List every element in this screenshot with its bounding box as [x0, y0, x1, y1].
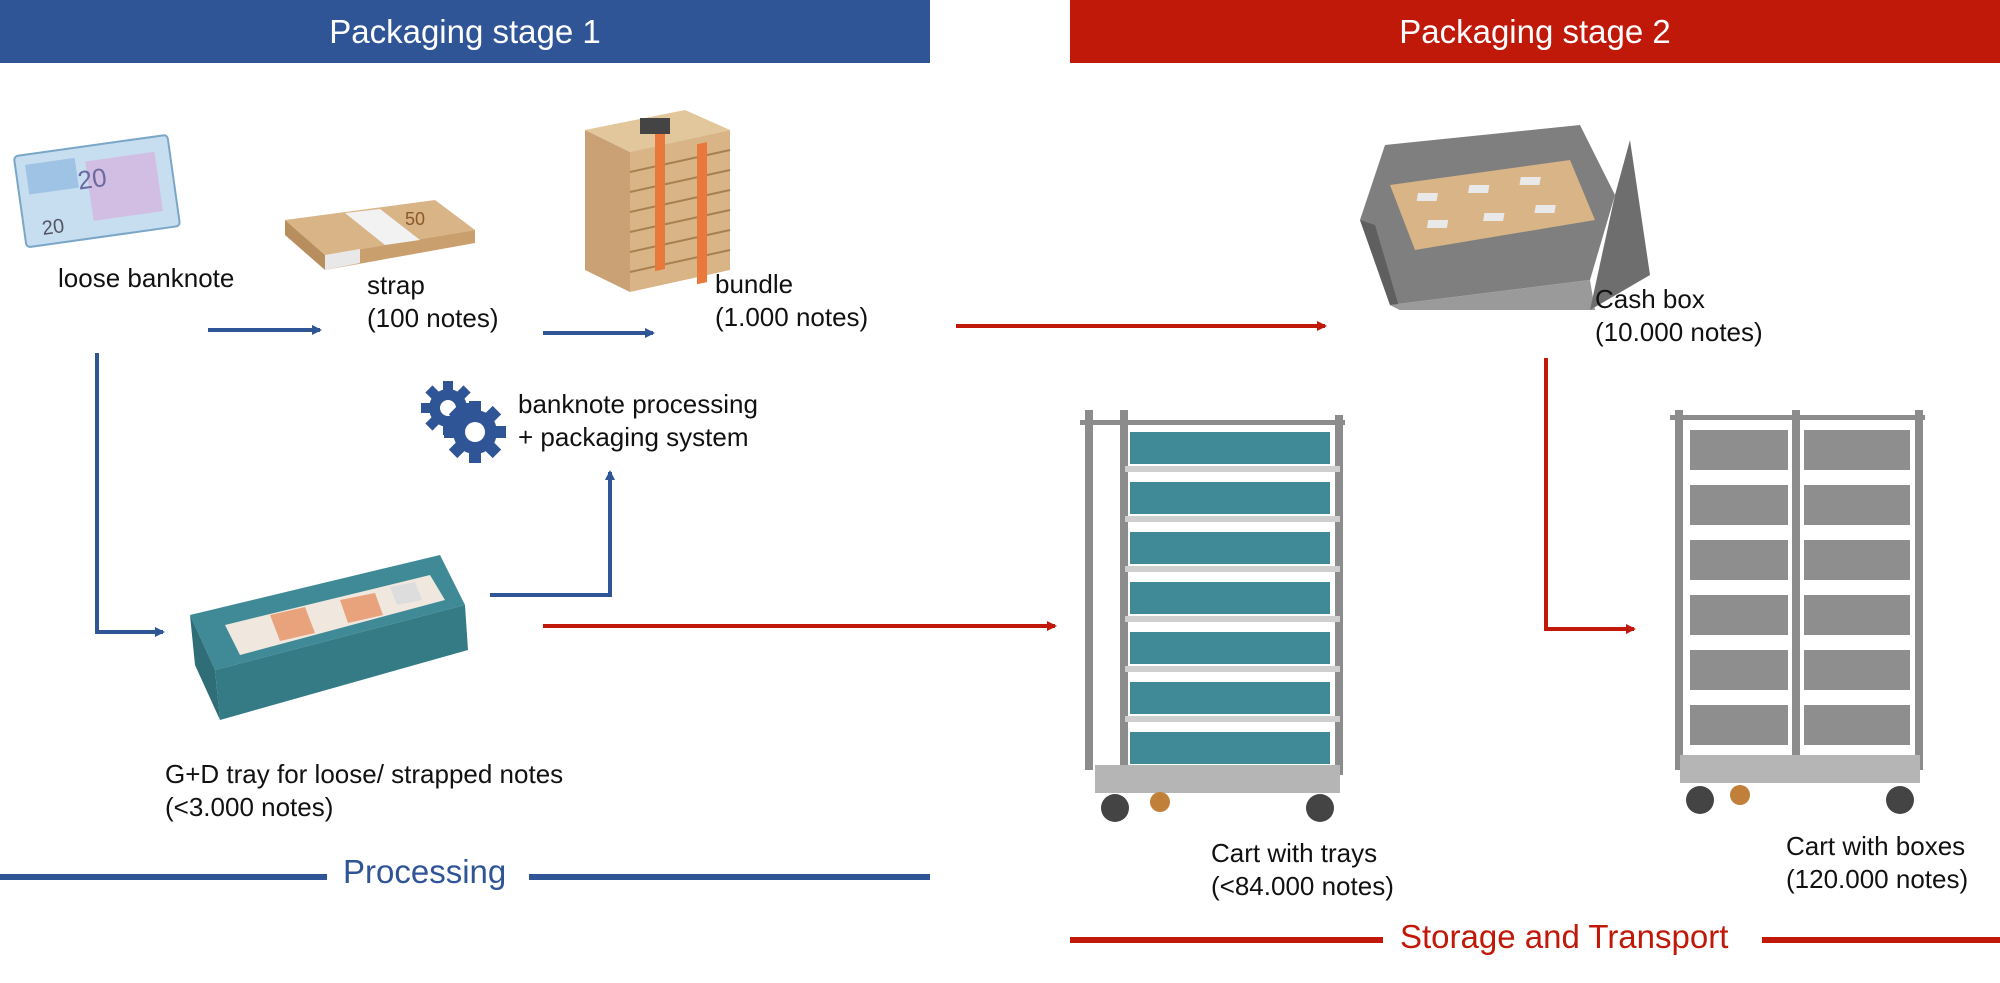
tray-icon [190, 555, 468, 720]
red-connectors [543, 321, 1636, 634]
label-system: banknote processing + packaging system [518, 388, 758, 454]
label-cart-boxes-line2: (120.000 notes) [1786, 864, 1969, 894]
gears-icon [421, 381, 506, 463]
label-loose-banknote: loose banknote [58, 262, 234, 295]
label-bundle-line2: (1.000 notes) [715, 302, 869, 332]
svg-text:20: 20 [76, 162, 109, 196]
stage2-banner: Packaging stage 2 [1070, 0, 2000, 63]
label-tray-line1: G+D tray for loose/ strapped notes [165, 759, 564, 789]
label-tray: G+D tray for loose/ strapped notes (<3.0… [165, 758, 563, 824]
label-cashbox-line1: Cash box [1595, 284, 1705, 314]
label-loose-banknote-line1: loose banknote [58, 263, 235, 293]
label-bundle-line1: bundle [715, 269, 794, 299]
label-cart-trays: Cart with trays (<84.000 notes) [1211, 837, 1394, 903]
cart-trays-icon [1080, 410, 1345, 822]
label-cart-trays-line2: (<84.000 notes) [1211, 871, 1394, 901]
label-cart-trays-line1: Cart with trays [1211, 838, 1378, 868]
arrow-loose-to-tray [95, 353, 165, 637]
label-cashbox-line2: (10.000 notes) [1595, 317, 1763, 347]
arrow-tray-to-system [490, 470, 615, 597]
label-tray-line2: (<3.000 notes) [165, 792, 334, 822]
label-strap-line1: strap [367, 270, 425, 300]
label-cart-boxes: Cart with boxes (120.000 notes) [1786, 830, 1968, 896]
label-cart-boxes-line1: Cart with boxes [1786, 831, 1966, 861]
section-processing: Processing [343, 853, 507, 890]
arrow-cashbox-to-cart-boxes [1544, 358, 1636, 634]
bundle-icon [585, 110, 731, 292]
cash-box-icon [1360, 125, 1650, 310]
banknote-icon: 20 20 [13, 134, 181, 248]
svg-text:50: 50 [405, 209, 425, 229]
blue-connectors [95, 325, 655, 637]
money-strap-icon: 50 [285, 200, 475, 270]
label-strap-line2: (100 notes) [367, 303, 499, 333]
label-bundle: bundle (1.000 notes) [715, 268, 868, 334]
svg-text:20: 20 [41, 215, 66, 240]
label-cashbox: Cash box (10.000 notes) [1595, 283, 1763, 349]
label-system-line2: + packaging system [518, 422, 749, 452]
label-strap: strap (100 notes) [367, 269, 499, 335]
cart-boxes-icon [1670, 410, 1925, 814]
stage1-banner: Packaging stage 1 [0, 0, 930, 63]
label-system-line1: banknote processing [518, 389, 758, 419]
section-storage-transport: Storage and Transport [1400, 918, 1729, 955]
